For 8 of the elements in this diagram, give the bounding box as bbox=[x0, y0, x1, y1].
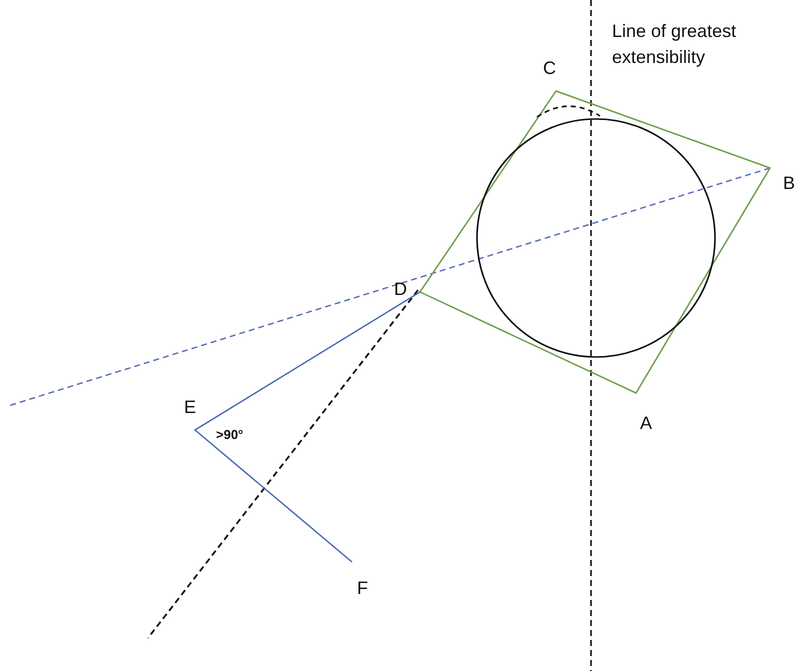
line-label: Line of greatest extensibility bbox=[612, 20, 738, 69]
point-label: A bbox=[640, 412, 652, 434]
point-label: B bbox=[783, 172, 796, 194]
point-label: C bbox=[543, 57, 556, 79]
point-label: F bbox=[357, 577, 368, 599]
point-label: E bbox=[184, 396, 196, 418]
point-label: D bbox=[394, 278, 407, 300]
angle-label: >90° bbox=[216, 427, 244, 443]
